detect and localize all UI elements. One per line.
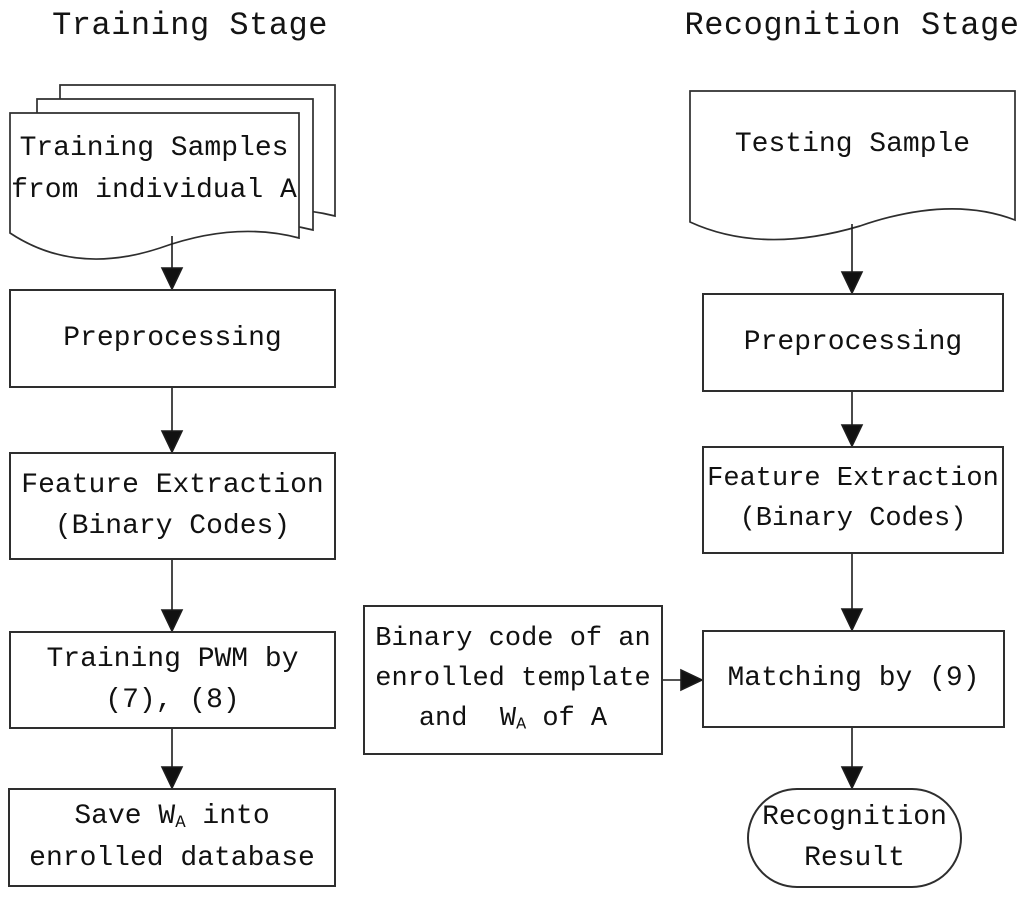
save-wa-line1-post: into (185, 801, 270, 833)
matching-box: Matching by (9) (702, 630, 1005, 728)
enrolled-template-subscript: A (516, 715, 527, 735)
document-shape-front (9, 112, 300, 260)
recognition-stage-title: Recognition Stage (684, 7, 1020, 44)
save-wa-line2: enrolled database (29, 842, 315, 874)
save-wa-line1-pre: Save W (74, 801, 176, 833)
feature-extraction-training-line1: Feature Extraction (21, 469, 324, 501)
training-pwm-line2: (7), (8) (105, 685, 240, 716)
feature-extraction-recognition-line1: Feature Extraction (707, 464, 999, 495)
save-wa-line1: Save WA into (74, 796, 269, 837)
recognition-result-line1: Recognition (762, 801, 947, 833)
enrolled-template-line2: enrolled template (375, 664, 651, 695)
preprocessing-box-training: Preprocessing (9, 289, 336, 388)
feature-extraction-training-line2: (Binary Codes) (54, 511, 291, 542)
enrolled-template-line3-pre: and W (418, 703, 517, 734)
training-pwm-box: Training PWM by (7), (8) (9, 631, 336, 729)
enrolled-template-line3: and WA of A (419, 700, 607, 740)
enrolled-template-line3-post: of A (526, 703, 608, 734)
recognition-result-terminator: Recognition Result (747, 788, 962, 888)
arrow-group (160, 224, 864, 790)
preprocessing-training-label: Preprocessing (63, 322, 282, 354)
feature-extraction-recognition-line2: (Binary Codes) (739, 504, 967, 534)
preprocessing-box-recognition: Preprocessing (702, 293, 1004, 392)
feature-extraction-box-training: Feature Extraction (Binary Codes) (9, 452, 336, 560)
preprocessing-recognition-label: Preprocessing (743, 326, 963, 358)
save-wa-subscript: A (175, 814, 186, 834)
save-wa-box: Save WA into enrolled database (8, 788, 336, 887)
recognition-result-line2: Result (804, 843, 905, 874)
enrolled-template-line1: Binary code of an (375, 624, 651, 655)
training-pwm-line1: Training PWM by (46, 643, 299, 675)
enrolled-template-box: Binary code of an enrolled template and … (363, 605, 663, 755)
training-stage-title: Training Stage (52, 7, 328, 44)
document-shape-testing (689, 90, 1016, 241)
feature-extraction-box-recognition: Feature Extraction (Binary Codes) (702, 446, 1004, 554)
matching-label: Matching by (9) (727, 663, 980, 695)
